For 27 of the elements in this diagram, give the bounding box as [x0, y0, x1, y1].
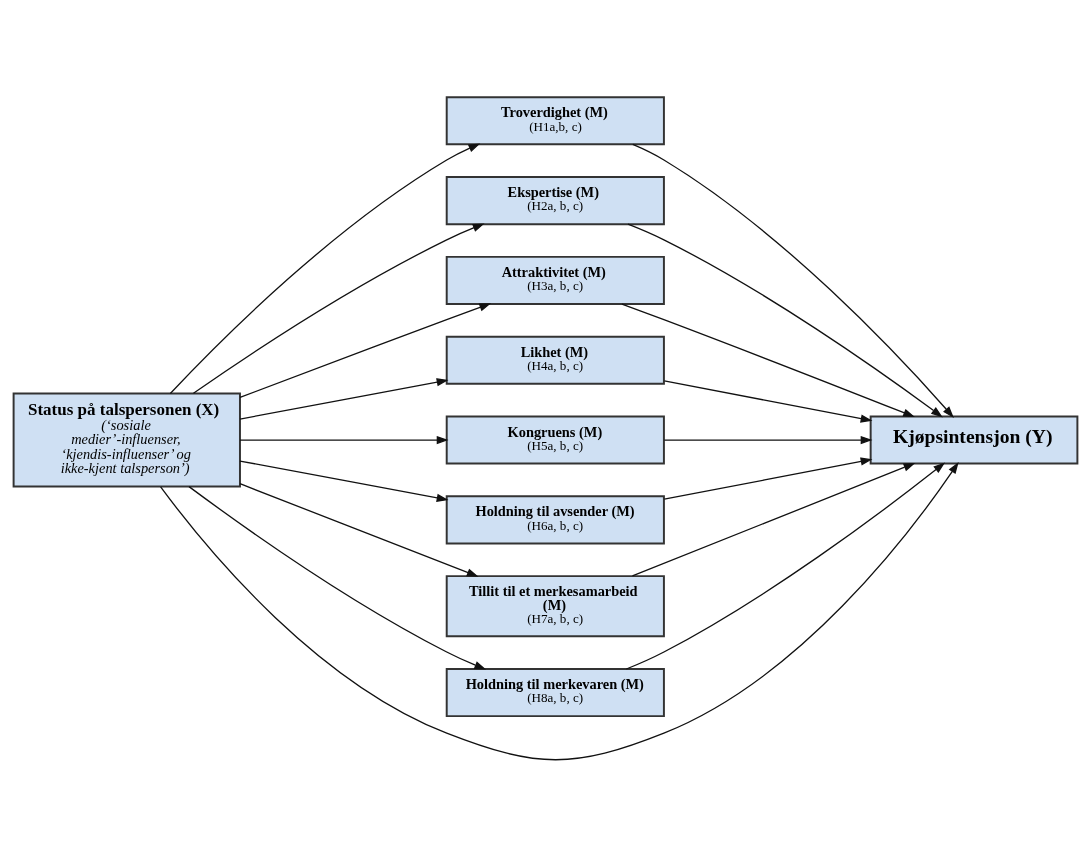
arrow: [631, 462, 916, 577]
node-box: Holdning til avsender (M) (H6a, b, c): [445, 495, 665, 545]
arrow: [239, 435, 449, 445]
arrow: [239, 378, 449, 420]
node-box: Tillit til et merkesamarbeid (M) (H7a, b, c): [445, 575, 665, 638]
arrow: [169, 143, 481, 395]
node-box: Ekspertise (M) (H2a, b, c): [445, 176, 665, 226]
node-box: Kongruens (M) (H5a, b, c): [445, 415, 665, 465]
arrow: [627, 223, 943, 418]
arrow: [625, 462, 946, 670]
node-box: Holdning til merkevaren (M) (H8a, b, c): [445, 668, 665, 718]
arrow: [159, 462, 959, 761]
arrow: [663, 380, 873, 423]
node-box: Kjøpsintensjon (Y): [869, 415, 1079, 465]
arrow: [188, 486, 487, 670]
node-box: Troverdighet (M) (H1a,b, c): [445, 96, 665, 146]
arrow: [192, 223, 485, 394]
arrow: [663, 435, 873, 445]
arrow: [621, 303, 915, 418]
arrow: [663, 457, 873, 500]
arrow: [239, 303, 492, 399]
node-box: Status på talspersonen (X) (‘sosiale medier’-influenser, ‘kjendis-influenser’ og ikke-kjent talsperson’): [12, 392, 241, 488]
arrow: [239, 460, 449, 502]
node-box: Likhet (M) (H4a, b, c): [445, 335, 665, 385]
arrow: [632, 143, 954, 418]
node-box: Attraktivitet (M) (H3a, b, c): [445, 255, 665, 305]
arrow: [239, 483, 479, 577]
